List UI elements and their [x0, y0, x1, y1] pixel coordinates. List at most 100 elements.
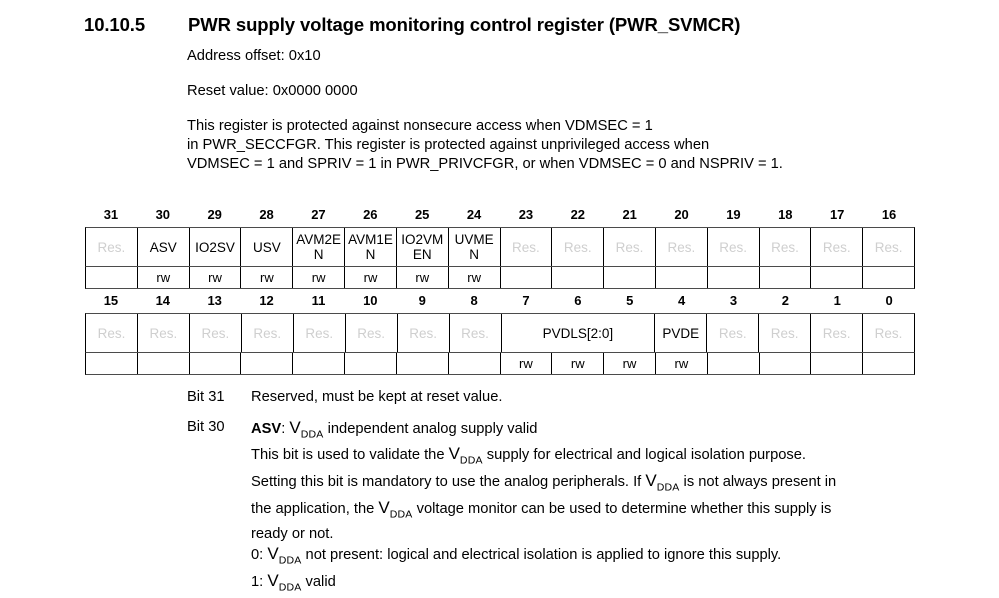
vdda-symbol: VDDA — [267, 544, 302, 567]
bit-number: 25 — [414, 207, 430, 222]
bit-number: 9 — [418, 293, 426, 308]
bit-number: 15 — [103, 293, 119, 308]
bit-entry-30: Bit 30 ASV: VDDA independent analog supp… — [187, 418, 977, 445]
protection-line: VDMSEC = 1 and SPRIV = 1 in PWR_PRIVCFGR… — [187, 156, 783, 172]
bitfield-cell-reserved: Res. — [874, 325, 903, 341]
bitfield-cell-reserved: Res. — [450, 314, 502, 352]
bit-number: 1 — [833, 293, 841, 308]
bitfield-cell-reserved: Res. — [656, 228, 708, 266]
bit-access-cell-empty — [190, 353, 242, 374]
bit-access-cell: rw — [138, 267, 190, 288]
section-title: PWR supply voltage monitoring control re… — [188, 14, 741, 35]
bit-access-cell-empty — [656, 267, 708, 288]
bit-name-row-low: Res.Res.Res.Res.Res.Res.Res.Res.PVDLS[2:… — [85, 313, 915, 353]
bit-access-cell-empty — [86, 267, 138, 288]
bitfield-cell-reserved: Res. — [86, 314, 138, 352]
bit-field-name: ASV — [251, 420, 282, 437]
protection-line: This register is protected against nonse… — [187, 118, 653, 134]
protection-paragraph: This register is protected against nonse… — [187, 117, 947, 174]
bitfield-cell-reserved: Res. — [346, 314, 398, 352]
bit-number: 28 — [259, 207, 274, 222]
vdda-symbol: VDDA — [645, 470, 680, 494]
bit-number: 3 — [729, 293, 738, 308]
bitfield-cell-reserved: Res. — [708, 228, 760, 266]
bit-access-cell: rw — [293, 267, 346, 288]
bit-access-cell-empty — [863, 267, 914, 288]
bit-number: 17 — [829, 207, 845, 222]
bit-access-cell-empty — [449, 353, 501, 374]
bitfield-cell-reserved: Res. — [874, 239, 903, 255]
bit-description-line: Setting this bit is mandatory to use the… — [251, 470, 837, 494]
bit-access-cell: rw — [501, 353, 553, 374]
bit-number: 24 — [466, 207, 482, 222]
bit-entry-31: Bit 31 Reserved, must be kept at reset v… — [187, 388, 977, 408]
bit-title-rest: independent analog supply valid — [323, 420, 538, 437]
bit-number: 12 — [259, 293, 274, 308]
bit-access-cell: rw — [241, 267, 294, 288]
address-offset: Address offset: 0x10 — [187, 48, 321, 64]
bit-access-cell-empty — [397, 353, 449, 374]
bit-access-cell-empty — [604, 267, 656, 288]
bitfield-cell-reserved: Res. — [760, 228, 812, 266]
bit-number: 29 — [207, 207, 222, 222]
bit-description-line: ready or not. — [251, 525, 334, 542]
bit-access-cell-empty — [863, 353, 914, 374]
bit-access-cell-empty — [760, 353, 812, 374]
bit-access-cell-empty — [811, 353, 864, 374]
bitfield-cell-reserved: Res. — [759, 314, 812, 352]
bit-number: 20 — [674, 207, 689, 222]
bit-access-cell-empty — [138, 353, 190, 374]
bit-access-cell-empty — [293, 353, 346, 374]
bit-access-cell-empty — [241, 353, 294, 374]
bitfield-cell: ASV — [138, 228, 190, 266]
bit-number: 7 — [522, 293, 530, 308]
bitfield-cell-reserved: Res. — [552, 228, 605, 266]
bitfield-cell-reserved: Res. — [86, 228, 138, 266]
bitfield-cell: IO2SV — [190, 228, 242, 266]
bit-number: 31 — [103, 207, 119, 222]
bitfield-cell-reserved: Res. — [811, 228, 864, 266]
bit-number: 4 — [677, 293, 686, 308]
bitfield-cell: USV — [241, 228, 294, 266]
bitfield-cell-reserved: Res. — [138, 314, 190, 352]
bitfield-cell-reserved: Res. — [501, 228, 553, 266]
bitfield-cell: PVDLS[2:0] — [502, 314, 656, 352]
bit-number: 0 — [885, 293, 893, 308]
protection-line: in PWR_SECCFGR. This register is protect… — [187, 137, 710, 153]
bitfield-cell-reserved: Res. — [811, 314, 864, 352]
vdda-symbol: VDDA — [267, 571, 302, 594]
bit-description-line: 0: VDDA not present: logical and electri… — [251, 544, 782, 567]
bit-access-cell: rw — [552, 353, 605, 374]
vdda-symbol: VDDA — [289, 417, 324, 440]
bit-number: 18 — [778, 207, 793, 222]
bit-access-cell: rw — [449, 267, 501, 288]
reset-value: Reset value: 0x0000 0000 — [187, 83, 358, 99]
bit-text: Reserved, must be kept at reset value. — [251, 389, 503, 405]
bit-number: 5 — [626, 293, 634, 308]
bit-access-cell: rw — [656, 353, 708, 374]
bit-colon: : — [281, 420, 286, 437]
bit-access-cell: rw — [604, 353, 656, 374]
bit-access-cell: rw — [190, 267, 242, 288]
bitfield-cell-reserved: Res. — [242, 314, 294, 352]
bit-number: 8 — [470, 293, 478, 308]
bit-title-30: ASV: VDDA independent analog supply vali… — [251, 418, 977, 445]
bit-access-cell-empty — [811, 267, 864, 288]
bitfield-cell-reserved: Res. — [294, 314, 346, 352]
bitfield-cell-reserved: Res. — [190, 314, 242, 352]
bit-label: Bit 30 — [187, 418, 225, 435]
bitfield-cell: PVDE — [655, 314, 708, 352]
bit-access-cell-empty — [760, 267, 812, 288]
vdda-symbol: VDDA — [448, 444, 483, 467]
